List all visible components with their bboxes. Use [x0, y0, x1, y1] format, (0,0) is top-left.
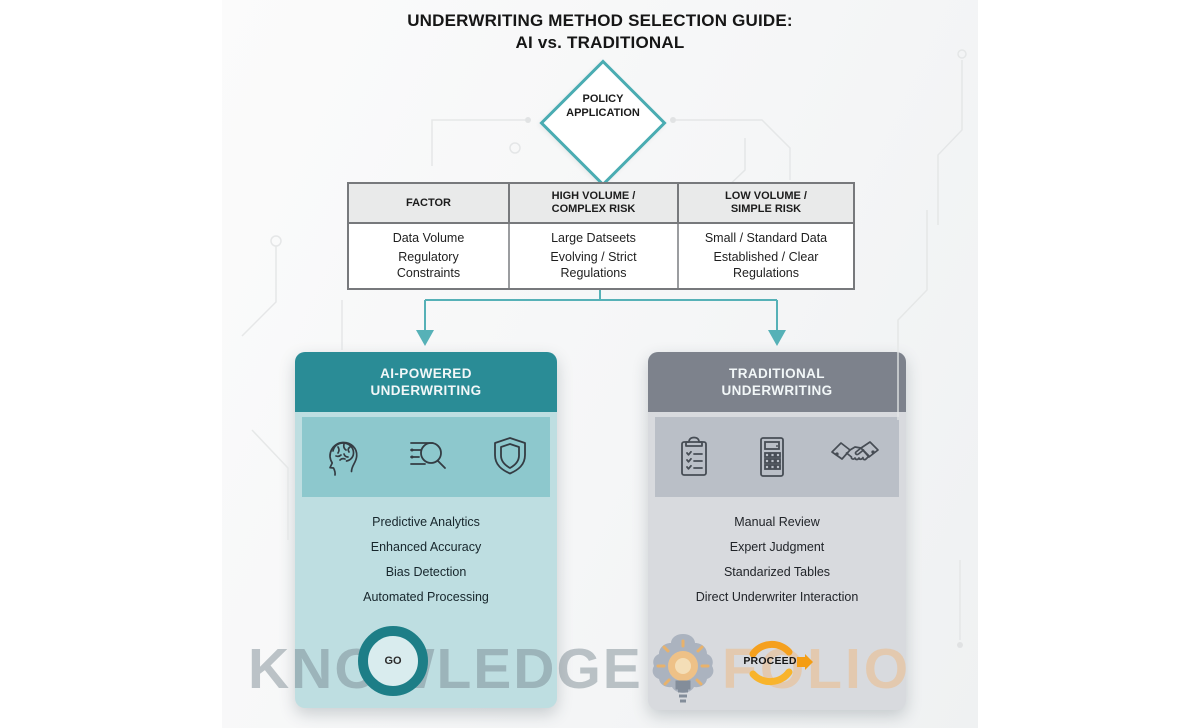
traditional-icon-strip — [655, 417, 899, 497]
ai-feature: Enhanced Accuracy — [370, 540, 482, 554]
table-value: Regulatory Constraints — [396, 250, 461, 280]
table-value: Data Volume — [392, 231, 465, 245]
brain-icon — [320, 434, 366, 480]
header-cell-high-volume: HIGH VOLUME / COMPLEX RISK — [510, 184, 679, 222]
shield-icon — [488, 434, 532, 480]
calculator-icon — [752, 434, 792, 480]
table-header-row: FACTOR HIGH VOLUME / COMPLEX RISK LOW VO… — [349, 184, 853, 224]
body-cell-low-volume: Small / Standard Data Established / Clea… — [679, 224, 853, 288]
ai-card-title: AI-POWERED UNDERWRITING — [295, 352, 557, 412]
traditional-underwriting-card: TRADITIONAL UNDERWRITING — [648, 352, 906, 710]
ai-feature: Predictive Analytics — [372, 515, 480, 529]
connector-arrow-left — [416, 330, 434, 346]
factor-table: FACTOR HIGH VOLUME / COMPLEX RISK LOW VO… — [347, 182, 855, 290]
circuit-decoration — [241, 49, 967, 648]
ai-icon-strip — [302, 417, 550, 497]
go-button[interactable]: GO — [358, 626, 428, 696]
traditional-feature: Direct Underwriter Interaction — [695, 590, 859, 604]
proceed-button[interactable]: PROCEED — [739, 628, 815, 698]
traditional-feature-list: Manual Review Expert Judgment Standarize… — [648, 514, 906, 605]
flow-connector — [416, 289, 786, 346]
table-body-row: Data Volume Regulatory Constraints Large… — [349, 224, 853, 288]
cycle-arrows-icon — [749, 640, 813, 686]
decision-diamond-label: POLICY APPLICATION — [566, 93, 640, 119]
table-value: Small / Standard Data — [704, 231, 828, 245]
traditional-feature: Manual Review — [734, 515, 820, 529]
traditional-card-title: TRADITIONAL UNDERWRITING — [648, 352, 906, 412]
ai-feature: Bias Detection — [385, 565, 467, 579]
traditional-feature: Expert Judgment — [729, 540, 825, 554]
table-value: Large Datseets — [551, 231, 636, 245]
table-value: Established / Clear Regulations — [713, 250, 819, 280]
connector-arrow-right — [768, 330, 786, 346]
ai-feature-list: Predictive Analytics Enhanced Accuracy B… — [295, 514, 557, 605]
data-search-icon — [403, 434, 451, 480]
proceed-label: PROCEED — [743, 655, 797, 667]
handshake-icon — [829, 436, 881, 478]
header-cell-factor: FACTOR — [349, 184, 510, 222]
body-cell-high-volume: Large Datseets Evolving / Strict Regulat… — [510, 224, 679, 288]
page-title: UNDERWRITING METHOD SELECTION GUIDE: AI … — [407, 11, 793, 52]
proceed-arrow-icon — [797, 654, 813, 670]
traditional-feature: Standarized Tables — [723, 565, 831, 579]
header-cell-low-volume: LOW VOLUME / SIMPLE RISK — [725, 190, 807, 215]
body-cell-factor: Data Volume Regulatory Constraints — [349, 224, 510, 288]
content-area: UNDERWRITING METHOD SELECTION GUIDE: AI … — [222, 0, 978, 728]
ai-underwriting-card: AI-POWERED UNDERWRITING — [295, 352, 557, 708]
clipboard-checklist-icon — [673, 434, 715, 480]
ai-feature: Automated Processing — [363, 590, 489, 604]
table-value: Evolving / Strict Regulations — [550, 250, 637, 280]
